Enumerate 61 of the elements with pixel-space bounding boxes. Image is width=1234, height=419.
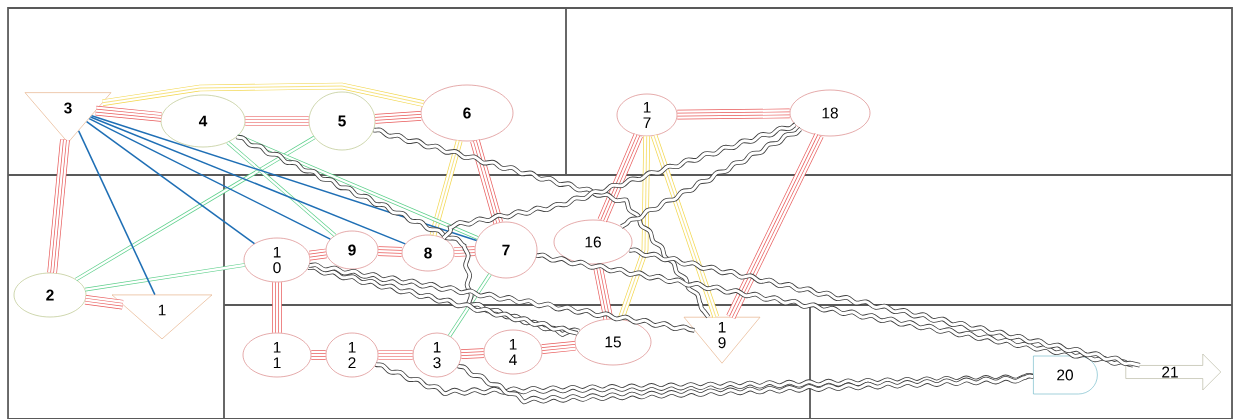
- relationship-line: [89, 116, 407, 245]
- relationship-line: [597, 133, 643, 223]
- relationship-line: [84, 263, 245, 292]
- relationship-line: [237, 134, 479, 240]
- relationship-line: [245, 116, 309, 126]
- triangle-node: 3: [24, 92, 112, 143]
- zigzag-line: [308, 262, 695, 333]
- relationship-line: [309, 248, 327, 261]
- zigzag-line: [457, 363, 1036, 405]
- relationship-line: [226, 140, 337, 237]
- relationship-line: [378, 246, 402, 257]
- circle-node: 5: [308, 91, 376, 151]
- relationship-line: [677, 108, 790, 120]
- circle-node: 1 4: [483, 329, 543, 375]
- relationship-line: [650, 134, 720, 318]
- circle-node: 1 2: [325, 332, 379, 378]
- relationship-line: [429, 139, 463, 236]
- circle-node: 7: [474, 221, 538, 279]
- relationship-line: [454, 246, 475, 257]
- triangle-node: 1 9: [683, 316, 761, 364]
- relationship-line: [90, 114, 478, 242]
- relationship-line: [541, 340, 576, 354]
- zigzag-line: [536, 252, 1134, 368]
- zigzag-line: [373, 127, 711, 319]
- circle-node: 4: [160, 94, 246, 148]
- relationship-line: [77, 130, 156, 296]
- relationship-line: [461, 348, 484, 359]
- relationship-line: [272, 282, 282, 333]
- relationship-line: [88, 117, 332, 240]
- relationship-line: [95, 105, 162, 122]
- relationship-line: [378, 350, 413, 360]
- relationship-line: [311, 350, 326, 360]
- relationship-line: [84, 294, 124, 310]
- circle-node: 1 0: [243, 237, 311, 283]
- circle-node: 15: [574, 318, 652, 366]
- triangle-node: 1: [111, 294, 213, 340]
- zigzag-line: [441, 122, 797, 240]
- circle-node: 1 1: [242, 332, 312, 378]
- relationship-line: [726, 133, 824, 320]
- relationship-line: [448, 273, 492, 337]
- relationship-line: [470, 139, 503, 224]
- circle-node: 1 3: [412, 332, 462, 378]
- circle-node: 8: [401, 234, 455, 272]
- zigzag-line: [375, 362, 1035, 397]
- delay-node: 20: [1033, 355, 1098, 395]
- zigzag-line: [629, 247, 1141, 368]
- circle-node: 2: [13, 272, 87, 318]
- circle-node: 1 7: [616, 93, 678, 137]
- relationship-line: [85, 120, 256, 245]
- relationship-line: [75, 135, 316, 282]
- arrow-node: 21: [1125, 353, 1222, 391]
- relationship-line: [374, 111, 422, 124]
- relationship-line: [102, 82, 425, 107]
- circle-node: 6: [420, 84, 514, 142]
- relationship-line: [47, 139, 70, 274]
- zigzag-line: [308, 265, 579, 336]
- circle-node: 18: [789, 89, 871, 137]
- circle-node: 9: [325, 230, 379, 270]
- zigzag-line: [236, 134, 580, 337]
- zigzag-line: [620, 127, 803, 229]
- circle-node: 16: [553, 219, 633, 265]
